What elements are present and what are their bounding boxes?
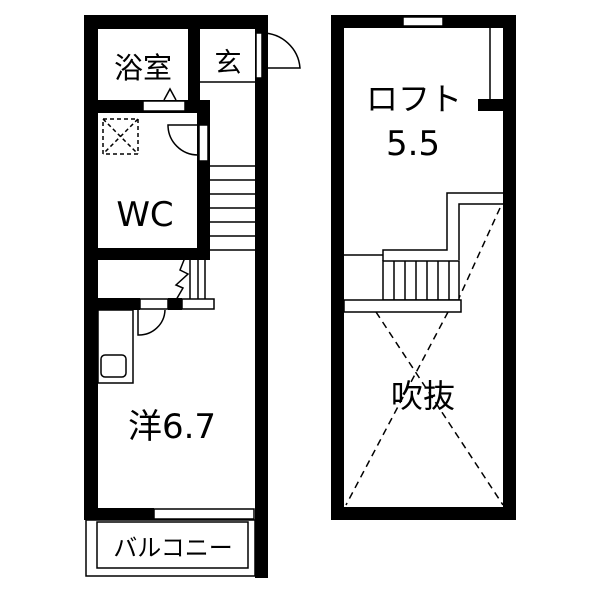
entrance-door-swing — [261, 32, 301, 69]
first-floor-labels: 浴室 玄 WC 洋6.7 バルコニー — [113, 48, 241, 562]
room-door — [139, 298, 169, 310]
balcony-window — [153, 508, 255, 520]
outer-wall-right — [255, 15, 268, 578]
room-label-western: 洋6.7 — [128, 407, 216, 447]
ventilation-fan-icon — [102, 118, 139, 155]
wc-door — [198, 124, 209, 162]
loft-edge-rail — [343, 299, 462, 313]
loft-wall-bottom — [331, 507, 516, 520]
room-label-loft-size: 5.5 — [386, 124, 440, 164]
room-top-wall — [84, 298, 140, 310]
balcony-outline — [85, 519, 256, 577]
wc-door-swing — [167, 124, 199, 156]
room-label-wc: WC — [116, 195, 173, 235]
room-label-balcony: バルコニー — [113, 534, 233, 562]
loft-floor — [331, 15, 516, 520]
wc-bottom-wall — [84, 248, 210, 260]
room-label-loft: ロフト — [366, 80, 462, 118]
step-triangle-icon — [163, 87, 177, 101]
room-label-bath: 浴室 — [114, 51, 172, 85]
loft-ladder — [382, 260, 460, 301]
room-label-void: 吹抜 — [391, 377, 455, 415]
room-door-swing — [137, 309, 166, 336]
staircase — [174, 165, 255, 301]
loft-wall-left — [331, 15, 344, 520]
outer-wall-left — [84, 15, 98, 520]
bath-door — [142, 100, 186, 112]
sink-icon — [100, 354, 127, 378]
room-label-entrance: 玄 — [215, 48, 242, 79]
outer-wall-top — [84, 15, 268, 29]
entrance-door — [255, 32, 263, 79]
kitchen-counter — [97, 309, 134, 384]
loft-window — [402, 16, 444, 27]
balcony-inner — [96, 521, 249, 569]
void-marker — [345, 207, 504, 506]
bottom-wall — [84, 508, 154, 520]
loft-wall-right — [503, 15, 516, 520]
first-floor — [84, 15, 301, 578]
loft-labels: ロフト 5.5 吹抜 — [366, 80, 462, 415]
bath-wall — [188, 29, 200, 113]
